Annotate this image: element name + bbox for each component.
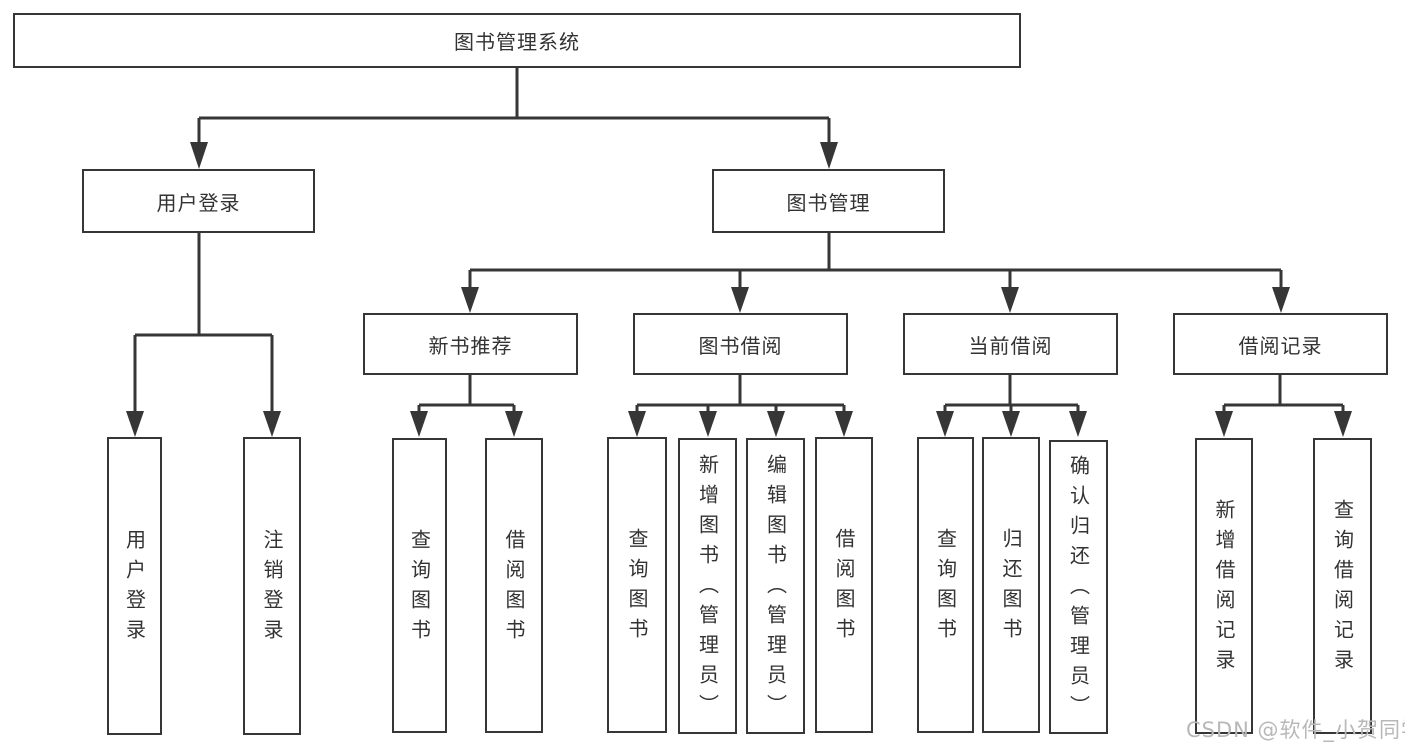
leaf-user-login: 用户登录 — [107, 437, 162, 735]
leaf-current-query-books: 查询图书 — [917, 437, 974, 733]
leaf-query-borrow-record-label: 查询借阅记录 — [1330, 499, 1355, 679]
leaf-logout-label: 注销登录 — [260, 529, 284, 649]
leaf-borrow-books: 借阅图书 — [815, 437, 873, 733]
node-new-book-recommend: 新书推荐 — [363, 313, 578, 375]
leaf-edit-books-admin: 编辑图书（管理员） — [746, 438, 805, 734]
leaf-add-books-admin: 新增图书（管理员） — [678, 438, 737, 734]
leaf-add-books-admin-label: 新增图书（管理员） — [695, 454, 720, 724]
node-root-system: 图书管理系统 — [13, 13, 1021, 68]
node-root-label: 图书管理系统 — [454, 30, 580, 54]
leaf-confirm-return-admin-label: 确认归还（管理员） — [1066, 455, 1091, 725]
leaf-edit-books-admin-label: 编辑图书（管理员） — [763, 454, 788, 724]
node-book-management-group-label: 图书管理 — [786, 190, 871, 215]
node-book-borrow-label: 图书借阅 — [698, 333, 783, 358]
leaf-return-books-label: 归还图书 — [999, 528, 1023, 648]
leaf-borrow-query-books: 查询图书 — [607, 437, 667, 733]
node-borrow-records: 借阅记录 — [1173, 313, 1388, 375]
leaf-return-books: 归还图书 — [982, 437, 1040, 733]
arrowheads — [126, 142, 1352, 437]
node-current-borrow-label: 当前借阅 — [968, 333, 1053, 358]
leaf-logout: 注销登录 — [243, 437, 301, 735]
node-new-book-recommend-label: 新书推荐 — [428, 333, 513, 358]
node-borrow-records-label: 借阅记录 — [1238, 333, 1323, 358]
node-book-management-group: 图书管理 — [712, 169, 945, 233]
leaf-borrow-books-label: 借阅图书 — [832, 528, 856, 648]
leaf-newbook-borrow-books-label: 借阅图书 — [502, 528, 526, 649]
node-user-login-group-label: 用户登录 — [156, 190, 241, 215]
leaf-newbook-borrow-books: 借阅图书 — [485, 438, 543, 733]
leaf-user-login-label: 用户登录 — [122, 529, 147, 649]
leaf-query-borrow-record: 查询借阅记录 — [1313, 438, 1372, 734]
node-current-borrow: 当前借阅 — [903, 313, 1118, 375]
leaf-current-query-books-label: 查询图书 — [933, 528, 958, 648]
leaf-confirm-return-admin: 确认归还（管理员） — [1049, 440, 1108, 734]
leaf-add-borrow-record: 新增借阅记录 — [1195, 438, 1253, 734]
node-user-login-group: 用户登录 — [82, 169, 315, 233]
node-book-borrow: 图书借阅 — [633, 313, 848, 375]
csdn-watermark: CSDN @软件_小贺同学 — [1186, 718, 1405, 742]
leaf-borrow-query-books-label: 查询图书 — [625, 528, 649, 648]
leaf-newbook-query-books: 查询图书 — [392, 438, 447, 733]
leaf-add-borrow-record-label: 新增借阅记录 — [1212, 499, 1236, 679]
leaf-newbook-query-books-label: 查询图书 — [407, 528, 432, 649]
